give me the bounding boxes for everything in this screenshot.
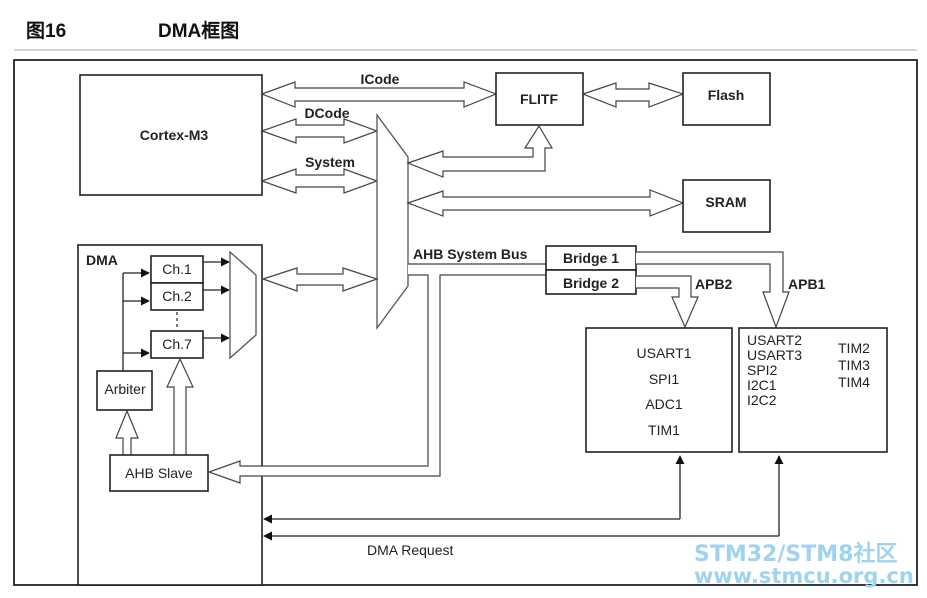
peripheral-label: TIM3 bbox=[838, 357, 870, 373]
watermark-line-2: www.stmcu.org.cn bbox=[694, 564, 914, 588]
watermark-line-1: STM32/STM8社区 bbox=[694, 541, 897, 567]
matrix-sram-bus bbox=[406, 189, 685, 217]
arbiter-block: Arbiter bbox=[96, 370, 153, 411]
apb2-bus: APB2 bbox=[636, 275, 733, 329]
dcode-bus: DCode bbox=[260, 105, 379, 144]
peripheral-label: TIM4 bbox=[838, 374, 870, 390]
peripheral-label: USART1 bbox=[637, 345, 692, 361]
matrix-flitf-bus bbox=[406, 124, 554, 178]
peripheral-label: USART2 bbox=[747, 332, 802, 348]
channel-mux-links bbox=[203, 257, 230, 343]
bridge-1-label: Bridge 1 bbox=[563, 250, 619, 266]
ahb-slave-label: AHB Slave bbox=[125, 465, 193, 481]
ahb-slave-block: AHB Slave bbox=[109, 454, 209, 492]
apb1-label: APB1 bbox=[788, 276, 826, 292]
cortex-m3-label: Cortex-M3 bbox=[140, 127, 209, 143]
bridge-2: Bridge 2 bbox=[545, 269, 637, 295]
peripheral-label: TIM1 bbox=[648, 422, 680, 438]
dma-channel: Ch.7 bbox=[150, 330, 204, 359]
peripheral-label: ADC1 bbox=[645, 396, 683, 412]
dma-channel: Ch.1 bbox=[150, 255, 204, 284]
flash-label: Flash bbox=[708, 87, 745, 103]
icode-bus: ICode bbox=[260, 71, 498, 108]
peripheral-label: I2C2 bbox=[747, 392, 777, 408]
slave-arbiter-arrow bbox=[115, 409, 139, 455]
slave-channel-arrow bbox=[166, 357, 194, 455]
figure-title: DMA框图 bbox=[158, 21, 240, 42]
dma-mux bbox=[229, 250, 257, 360]
apb2-label: APB2 bbox=[695, 276, 733, 292]
dma-label: DMA bbox=[86, 252, 118, 268]
system-bus: System bbox=[260, 154, 379, 194]
peripheral-label: USART3 bbox=[747, 347, 802, 363]
peripheral-label: SPI2 bbox=[747, 362, 778, 378]
dma-matrix-bus bbox=[261, 267, 379, 292]
dma-channel: Ch.2 bbox=[150, 282, 204, 311]
peripheral-label: I2C1 bbox=[747, 377, 777, 393]
outer-frame bbox=[13, 59, 918, 586]
bridge-2-label: Bridge 2 bbox=[563, 275, 619, 291]
flitf-label: FLITF bbox=[520, 91, 559, 107]
arbiter-channel-links bbox=[122, 268, 150, 371]
apb1-bus: APB1 bbox=[636, 251, 826, 329]
figure-number: 图16 bbox=[26, 21, 67, 42]
channel-label: Ch.7 bbox=[162, 336, 192, 352]
figure-header: 图16 DMA框图 bbox=[26, 16, 916, 44]
apb2-peripherals-block: USART1 bbox=[585, 327, 733, 453]
bridge-1: Bridge 1 bbox=[545, 245, 637, 271]
peripheral-label: SPI1 bbox=[649, 371, 680, 387]
flitf-flash-bus bbox=[581, 82, 685, 108]
dma-request-label: DMA Request bbox=[367, 542, 453, 558]
icode-label: ICode bbox=[361, 71, 400, 87]
apb1-peripherals-block bbox=[738, 327, 888, 453]
sram-block: SRAM bbox=[682, 179, 771, 233]
flitf-block: FLITF bbox=[495, 72, 584, 126]
ahb-system-bus-label: AHB System Bus bbox=[413, 246, 528, 262]
arbiter-label: Arbiter bbox=[104, 381, 146, 397]
system-label: System bbox=[305, 154, 355, 170]
bus-matrix bbox=[376, 113, 409, 330]
dcode-label: DCode bbox=[304, 105, 349, 121]
channel-label: Ch.2 bbox=[162, 288, 192, 304]
cortex-m3-block: Cortex-M3 bbox=[79, 74, 263, 196]
channel-label: Ch.1 bbox=[162, 261, 192, 277]
flash-block: Flash bbox=[682, 72, 771, 126]
dma-request-lines: DMA Request bbox=[263, 455, 784, 558]
sram-label: SRAM bbox=[705, 194, 746, 210]
peripheral-label: TIM2 bbox=[838, 340, 870, 356]
